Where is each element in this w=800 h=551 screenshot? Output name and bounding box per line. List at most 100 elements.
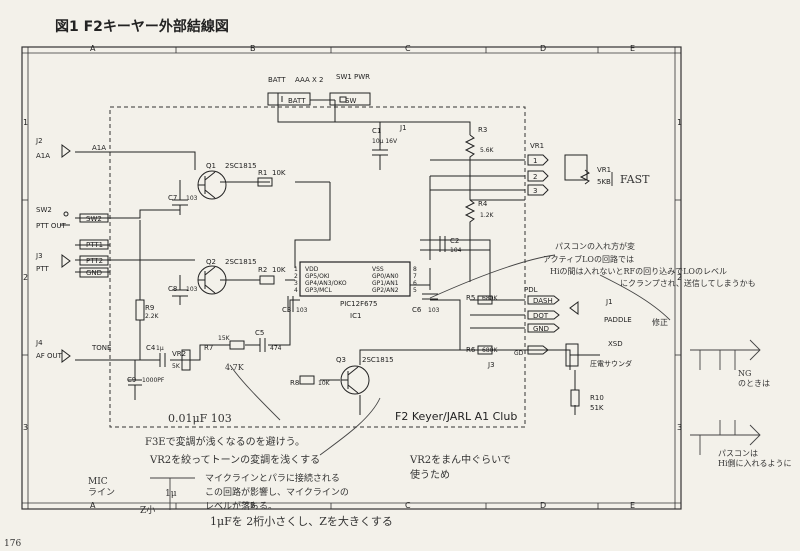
vr2-mid-line-1: VR2をまん中ぐらいで xyxy=(409,453,511,466)
handwritten-strokes xyxy=(150,254,761,510)
zone-label-2: 2 xyxy=(23,273,28,282)
c7-capacitor xyxy=(172,199,188,206)
pc-note-line-2: アクティブLOの回路では xyxy=(543,254,634,264)
c6-capacitor xyxy=(422,293,438,300)
buzzer-symbol xyxy=(565,343,579,367)
ptt-out-label: PTT OUT xyxy=(36,222,67,230)
q3-label: Q3 xyxy=(336,356,346,364)
ic-pin-right-5: GP2/AN2 xyxy=(372,287,399,294)
r9-value: 2.2K xyxy=(145,313,160,320)
ok-note-line-1: パスコンは xyxy=(718,449,758,458)
zone-label-1: 1 xyxy=(23,118,28,127)
j3-label-right: J3 xyxy=(487,361,495,369)
vr2-mid-line-2: 使うため xyxy=(410,468,450,481)
r6-resistor xyxy=(477,345,493,355)
q2-transistor xyxy=(197,265,227,295)
a1a-pin: A1A xyxy=(92,144,106,152)
board-outline xyxy=(109,106,526,428)
ic-pin-num-2: 2 xyxy=(294,273,298,280)
zone-label-e-bottom: E xyxy=(630,501,635,510)
r3-label: R3 xyxy=(478,126,487,134)
ic-pin-num-8: 8 xyxy=(413,266,417,273)
zone-label-e: E xyxy=(630,44,635,53)
figure-title: 図1 F2キーヤー外部結線図 xyxy=(55,18,229,35)
mic-note-line-2: この回路が影響し、マイクラインの xyxy=(205,486,349,498)
pc-note-line-3: Hiの間は入れないとRFの回り込みでLOのレベル xyxy=(550,267,727,276)
vr1-part: VR1 xyxy=(597,166,611,174)
pc-note-line-4: にクランプされ、送信してしまうかも xyxy=(620,278,756,288)
c7-label: C7 xyxy=(168,194,177,202)
vr2-potentiometer xyxy=(176,349,191,371)
c9-label: C9 xyxy=(127,376,136,384)
r4-label: R4 xyxy=(478,200,488,208)
j3-label: J3 xyxy=(35,252,43,260)
r8-label: R8 xyxy=(290,379,299,387)
f3e-note: F3Eで変調が浅くなるのを避けう。 xyxy=(145,435,305,448)
batt-inner-label: BATT xyxy=(288,97,306,105)
c7-value: 103 xyxy=(186,195,198,202)
paddle-label: PADDLE xyxy=(604,316,632,324)
zone-label-c: C xyxy=(405,44,411,53)
r2-label: R2 xyxy=(258,266,267,274)
val-001-note: 0.01μF 103 xyxy=(168,412,232,425)
ic-name: IC1 xyxy=(350,312,361,320)
q2-type: 2SC1815 xyxy=(225,258,257,266)
q1-label: Q1 xyxy=(206,162,216,170)
c9-capacitor xyxy=(128,379,142,400)
q1-type: 2SC1815 xyxy=(225,162,257,170)
dash-pin: DASH xyxy=(533,297,553,305)
r10-value: 51K xyxy=(590,404,604,412)
r3-resistor xyxy=(464,134,476,160)
q2-label: Q2 xyxy=(206,258,216,266)
r10-resistor xyxy=(570,389,580,407)
c2-capacitor xyxy=(439,236,446,252)
battery-symbol xyxy=(267,92,311,106)
c9-value: 1000PF xyxy=(142,377,165,384)
vr2-value: 5K xyxy=(172,363,181,370)
r5-label: R5 xyxy=(466,294,475,302)
vr2-label: VR2 xyxy=(172,350,186,358)
mic-label: MIC xyxy=(88,477,108,487)
tone-pin: TONE xyxy=(91,344,111,352)
ic-pin-left-1: VDD xyxy=(305,266,319,273)
zone-label-b-bottom: B xyxy=(250,501,256,510)
zone-label-2-right: 2 xyxy=(677,273,682,282)
c6-value: 103 xyxy=(428,307,440,314)
sw2-pin: SW2 xyxy=(86,215,102,223)
line-label: ライン xyxy=(88,487,115,498)
ng-note-sub: のときは xyxy=(738,379,770,388)
one-mu-note: 1μ xyxy=(165,489,177,499)
zone-label-a-bottom: A xyxy=(90,501,96,510)
gnd-pin-left: GND xyxy=(86,269,102,277)
pc-note-line-1: パスコンの入れ方が変 xyxy=(555,241,635,251)
c5-label: C5 xyxy=(255,329,264,337)
c3-label: C3 xyxy=(282,306,291,314)
buzzer-label: 圧電サウンダ xyxy=(590,359,632,368)
ic-pin-num-7: 7 xyxy=(413,273,417,280)
zone-label-1-right: 1 xyxy=(677,118,682,127)
j1-label-top: J1 xyxy=(399,124,407,132)
ic-part: PIC12F675 xyxy=(340,300,377,308)
ic1-body xyxy=(299,261,411,297)
ic-pin-num-5: 5 xyxy=(413,287,417,294)
c1-capacitor xyxy=(372,149,388,170)
vr1-pin-2: 2 xyxy=(533,173,537,181)
zone-label-3-right: 3 xyxy=(677,423,682,432)
r9-resistor xyxy=(135,299,145,321)
c8-value: 103 xyxy=(186,286,198,293)
c8-capacitor xyxy=(172,289,188,297)
r1-resistor xyxy=(257,177,273,187)
c3-value: 103 xyxy=(296,307,308,314)
left-connectors xyxy=(60,144,109,363)
zone-label-c-bottom: C xyxy=(405,501,411,510)
xsd-label: XSD xyxy=(608,340,623,348)
wiring xyxy=(75,99,600,415)
vr1-label: VR1 xyxy=(530,142,544,150)
mic-note-line-3: レベルが落ちる。 xyxy=(205,500,277,512)
dot-pin: DOT xyxy=(533,312,549,320)
r7-value: 15K xyxy=(218,335,231,342)
ptt-label: PTT xyxy=(36,265,49,273)
af-out-label: AF OUT xyxy=(36,352,63,360)
vr1-pin-1: 1 xyxy=(533,157,537,165)
